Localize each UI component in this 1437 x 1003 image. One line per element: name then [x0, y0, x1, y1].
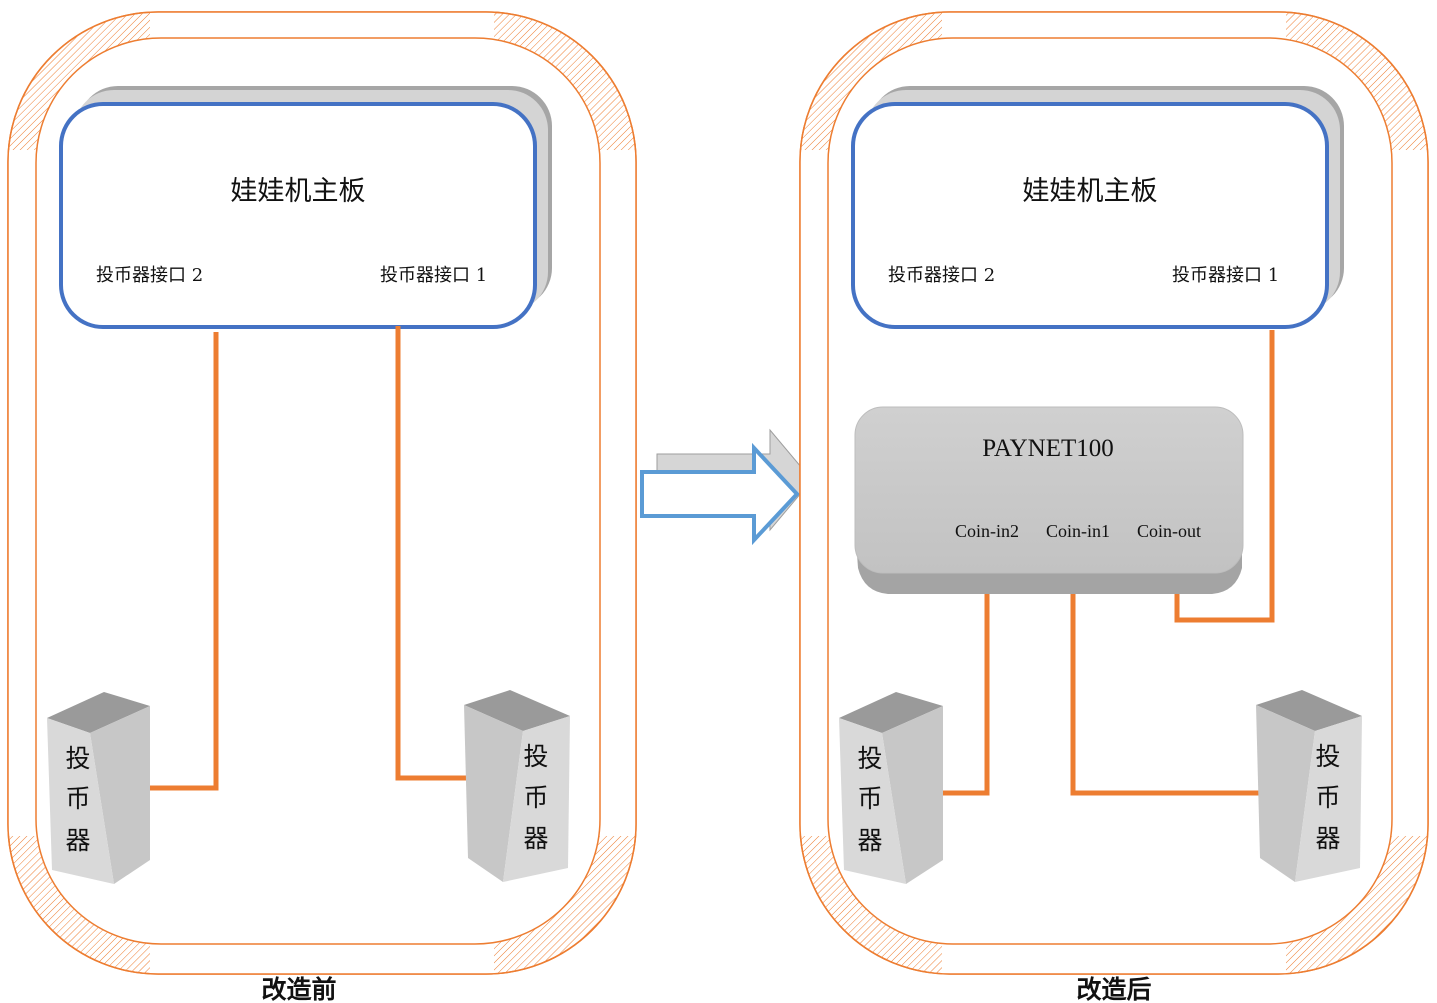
before-wire-port2	[147, 332, 219, 791]
pin-coin-in1: Coin-in1	[1046, 521, 1110, 541]
pin-coin-out: Coin-out	[1137, 521, 1201, 541]
before-acceptor-left-char1: 投	[65, 744, 90, 773]
transform-arrow	[640, 428, 813, 546]
after-acceptor-right-char1: 投	[1315, 742, 1340, 771]
paynet100-device: PAYNET100 Coin-in2 Coin-in1 Coin-out	[854, 406, 1244, 594]
after-wire-port1-to-coin-out	[1174, 330, 1275, 623]
pin-coin-in2: Coin-in2	[955, 521, 1019, 541]
after-acceptor-left-char3: 器	[857, 826, 882, 855]
paynet100-label: PAYNET100	[982, 435, 1114, 462]
before-acceptor-right-char3: 器	[523, 824, 548, 853]
after-mainboard: 娃娃机主板 投币器接口 2 投币器接口 1	[851, 86, 1344, 329]
after-panel: 娃娃机主板 投币器接口 2 投币器接口 1 PAYNET100 Coin-in2…	[799, 11, 1429, 1003]
before-wire-port1	[395, 326, 468, 781]
before-acceptor-left-char3: 器	[65, 826, 90, 855]
after-port2-label: 投币器接口 2	[888, 265, 995, 286]
after-acceptor-right: 投 币 器	[1256, 690, 1362, 882]
before-caption: 改造前	[261, 975, 336, 1003]
after-wire-coin-in2	[940, 570, 990, 796]
before-port2-label: 投币器接口 2	[96, 265, 203, 286]
after-acceptor-right-char2: 币	[1315, 783, 1340, 812]
after-acceptor-left-char2: 币	[857, 784, 882, 813]
before-panel: 娃娃机主板 投币器接口 2 投币器接口 1 投 币 器 投 币 器 改造前	[7, 11, 637, 1003]
before-acceptor-left-char2: 币	[65, 784, 90, 813]
after-board-label: 娃娃机主板	[1023, 176, 1158, 207]
before-acceptor-right: 投 币 器	[464, 690, 570, 882]
after-acceptor-left-char1: 投	[857, 744, 882, 773]
before-acceptor-left: 投 币 器	[47, 692, 150, 884]
after-wire-coin-in1	[1070, 570, 1262, 796]
after-acceptor-right-char3: 器	[1315, 824, 1340, 853]
before-board-label: 娃娃机主板	[231, 176, 366, 207]
before-mainboard: 娃娃机主板 投币器接口 2 投币器接口 1	[59, 86, 552, 329]
before-acceptor-right-char2: 币	[523, 783, 548, 812]
after-acceptor-left: 投 币 器	[839, 692, 943, 884]
after-caption: 改造后	[1076, 975, 1151, 1003]
before-port1-label: 投币器接口 1	[380, 265, 487, 286]
before-acceptor-right-char1: 投	[523, 742, 548, 771]
after-port1-label: 投币器接口 1	[1172, 265, 1279, 286]
